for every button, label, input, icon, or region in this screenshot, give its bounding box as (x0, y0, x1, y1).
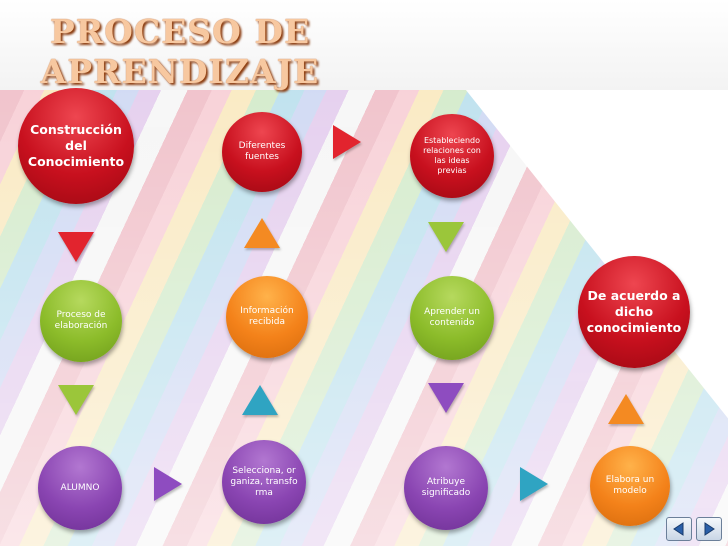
arrow-down-icon (58, 385, 94, 415)
node-label: Información recibida (240, 306, 294, 327)
arrow-right-icon (154, 467, 182, 501)
triangle-right-icon (704, 522, 715, 536)
previous-slide-button[interactable] (666, 517, 692, 541)
node-diferentes-fuentes: Diferentes fuentes (222, 112, 302, 192)
node-label: De acuerdo a dicho conocimiento (586, 288, 682, 335)
node-label: Selecciona, or ganiza, transfo rma (230, 465, 298, 498)
node-atribuye-significado: Atribuye significado (404, 446, 488, 530)
arrow-up-icon (608, 394, 644, 424)
arrow-up-icon (242, 385, 278, 415)
arrow-down-icon (428, 383, 464, 413)
node-aprender-un-contenido: Aprender un contenido (410, 276, 494, 360)
arrow-down-icon (428, 222, 464, 252)
arrow-down-icon (58, 232, 94, 262)
arrow-up-icon (244, 218, 280, 248)
node-alumno: ALUMNO (38, 446, 122, 530)
page-title: PROCESO DE APRENDIZAJE (40, 12, 320, 92)
node-estableciendo-relaciones: Estableciendo relaciones con las ideas p… (410, 114, 494, 198)
node-label: Aprender un contenido (424, 307, 480, 328)
title-line-1: PROCESO DE (49, 12, 311, 51)
node-label: Elabora un modelo (605, 475, 655, 496)
header-background (0, 0, 728, 90)
node-construccion-del-conocimiento: Construcción del Conocimiento (18, 88, 134, 204)
node-label: Construcción del Conocimiento (27, 122, 125, 169)
node-label: Diferentes fuentes (238, 141, 286, 162)
next-slide-button[interactable] (696, 517, 722, 541)
node-de-acuerdo-a-dicho-conocimiento: De acuerdo a dicho conocimiento (578, 256, 690, 368)
node-label: ALUMNO (60, 482, 100, 493)
node-label: Estableciendo relaciones con las ideas p… (423, 136, 481, 175)
arrow-right-icon (520, 467, 548, 501)
node-informacion-recibida: Información recibida (226, 276, 308, 358)
node-label: Proceso de elaboración (54, 310, 108, 331)
triangle-left-icon (673, 522, 684, 536)
node-label: Atribuye significado (421, 477, 471, 498)
node-elabora-un-modelo: Elabora un modelo (590, 446, 670, 526)
node-selecciona-organiza-transforma: Selecciona, or ganiza, transfo rma (222, 440, 306, 524)
arrow-right-icon (333, 125, 361, 159)
node-proceso-de-elaboracion: Proceso de elaboración (40, 280, 122, 362)
title-line-2: APRENDIZAJE (40, 52, 320, 91)
